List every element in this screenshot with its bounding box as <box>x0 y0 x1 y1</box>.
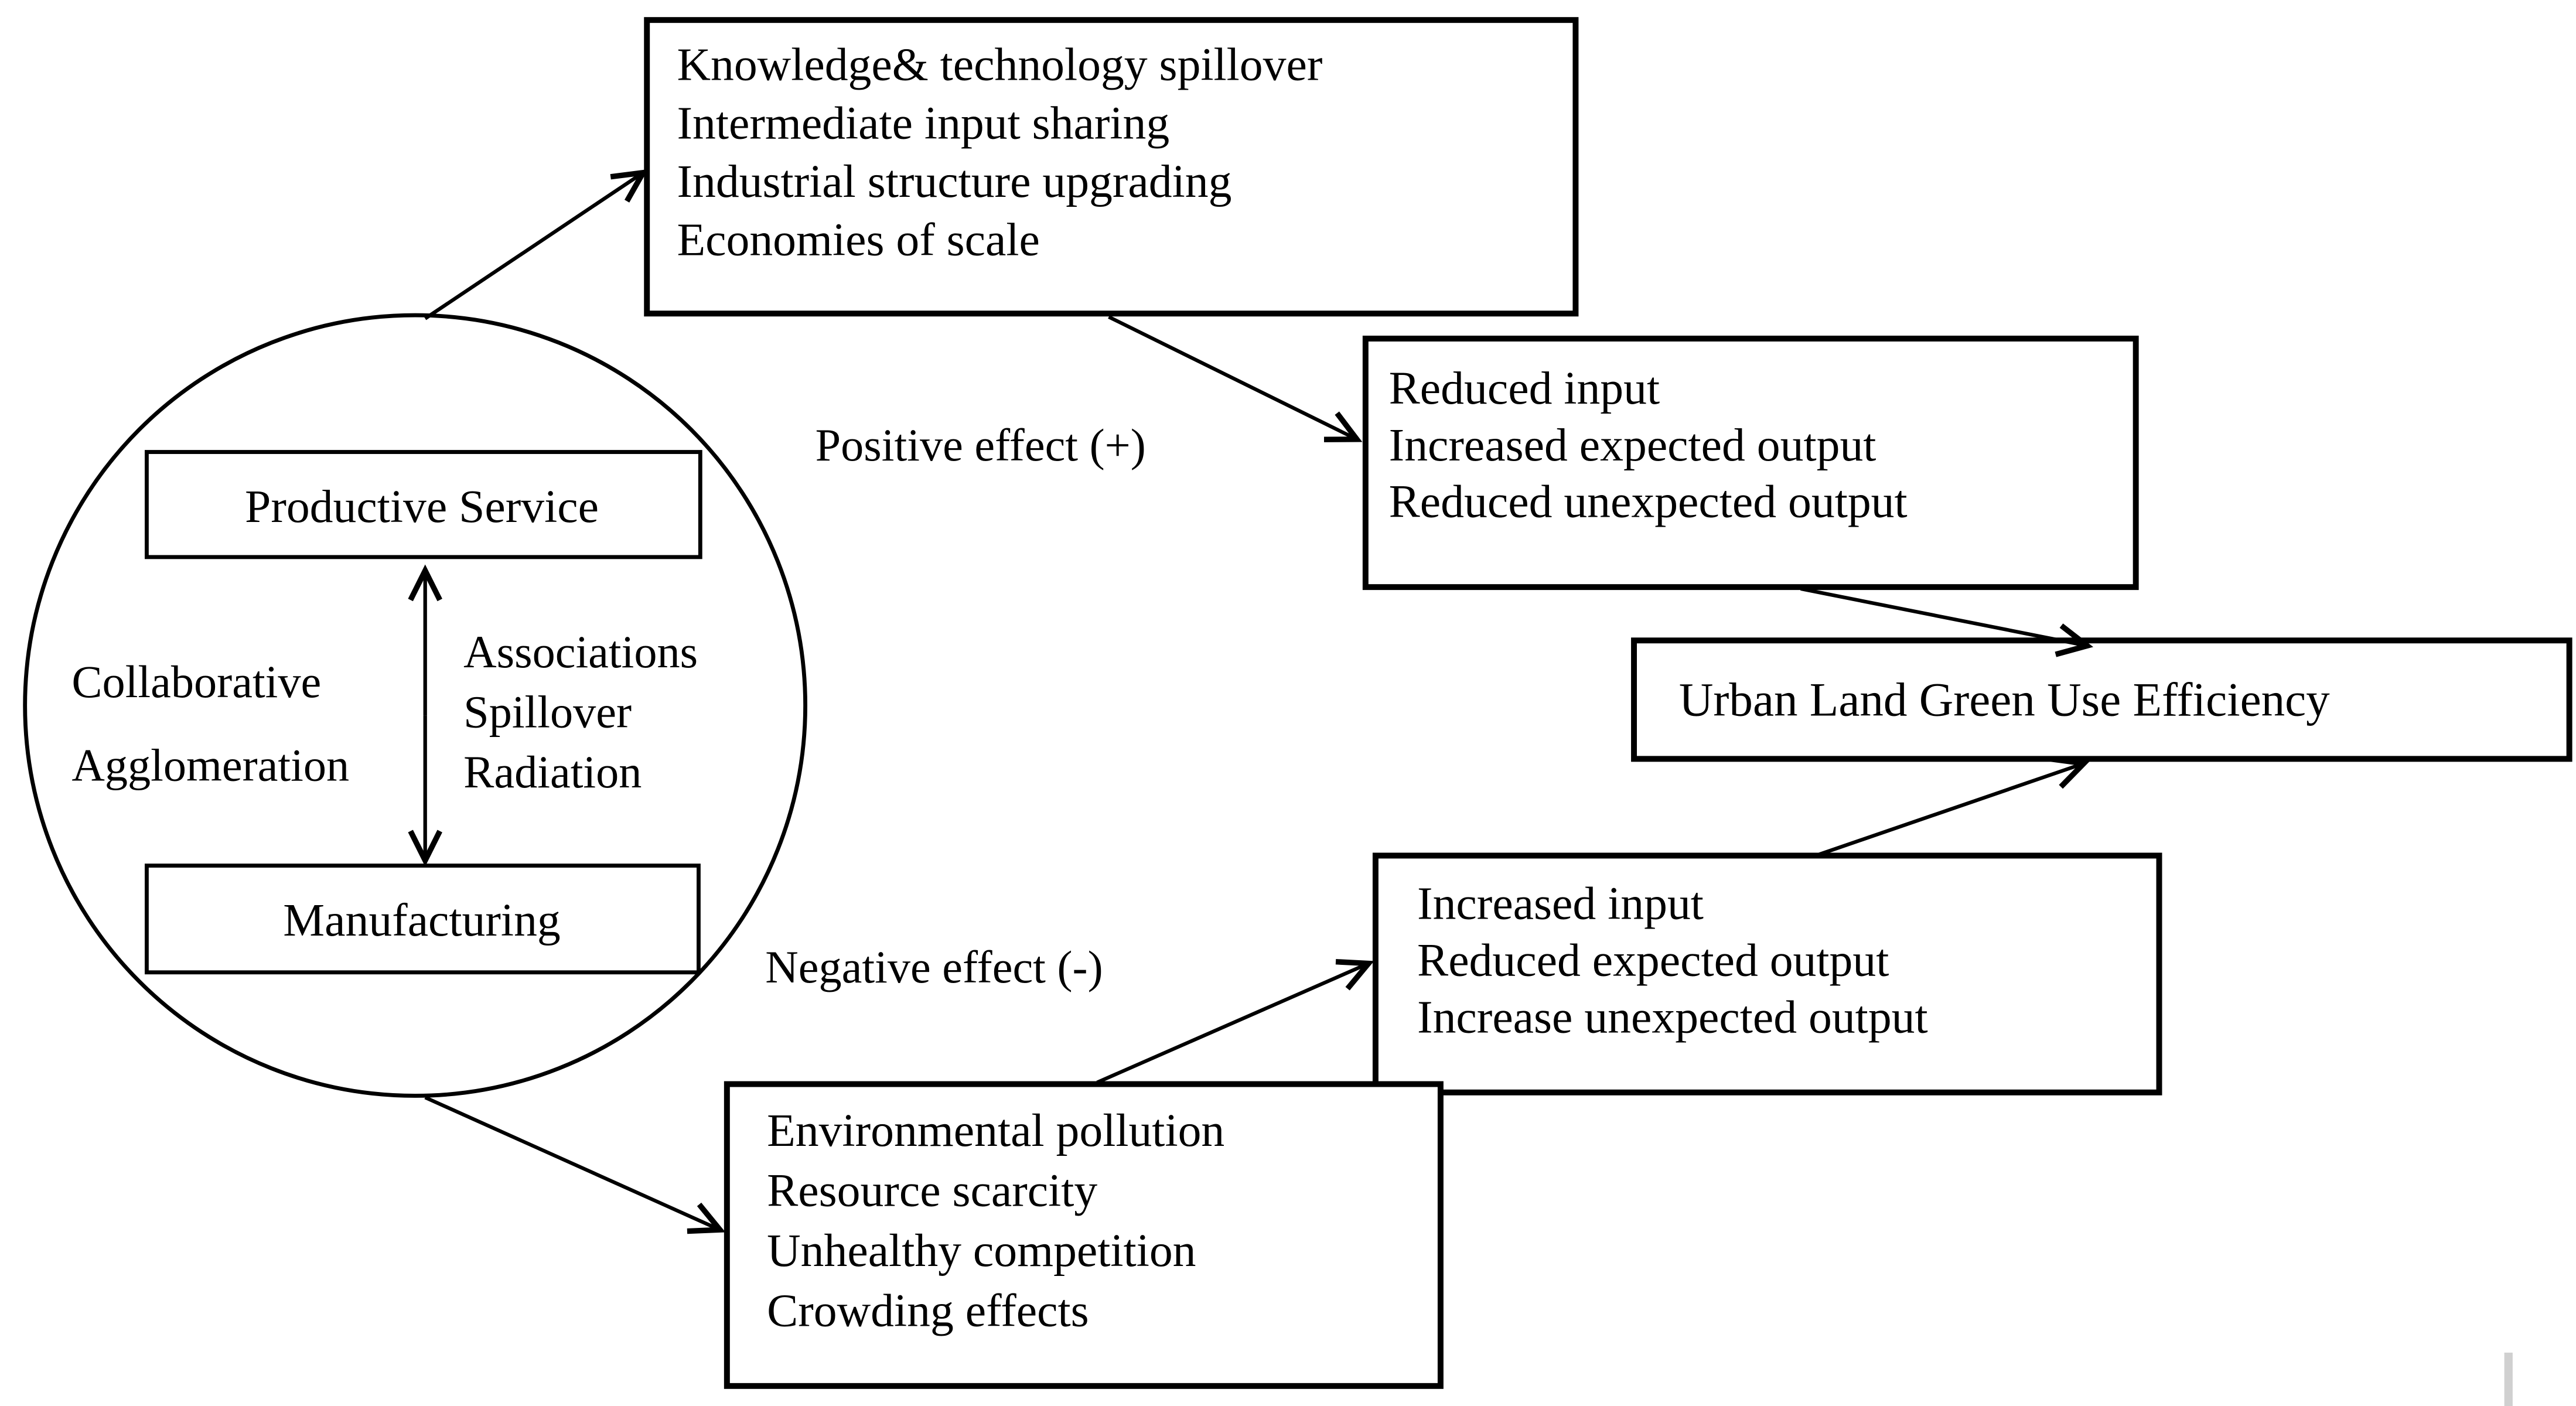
agglomeration-line: Agglomeration <box>71 739 349 790</box>
urban-land-label: Urban Land Green Use Efficiency <box>1679 673 2330 726</box>
positive-outcomes-box <box>1362 335 2139 591</box>
manufacturing-label: Manufacturing <box>283 895 560 946</box>
positive-mechanism-line: Industrial structure upgrading <box>677 156 1231 207</box>
negative-outcome-line: Increased input <box>1417 878 1704 930</box>
arrow-negative-outcomes-to-urban-land <box>1815 756 2090 858</box>
manufacturing-box <box>145 864 701 975</box>
agglomeration-circle <box>23 313 808 1098</box>
positive-outcome-line: Reduced input <box>1389 363 1660 414</box>
negative-outcomes-text: Increased input Reduced expected output … <box>1417 878 1928 1043</box>
collaborative-line: Collaborative <box>71 656 321 707</box>
positive-mechanisms-text: Knowledge& technology spillover Intermed… <box>677 39 1322 266</box>
arrow-circle-to-negative-mechanisms <box>424 1096 726 1234</box>
negative-mechanisms-box <box>724 1081 1444 1389</box>
scrollbar-artifact <box>2504 1352 2513 1406</box>
negative-mechanism-line: Crowding effects <box>767 1285 1089 1336</box>
positive-mechanism-line: Economies of scale <box>677 214 1039 266</box>
positive-mechanism-line: Knowledge& technology spillover <box>677 39 1322 91</box>
negative-mechanisms-text: Environmental pollution Resource scarcit… <box>767 1105 1224 1336</box>
arrow-positive-outcomes-to-urban-land <box>1800 586 2094 657</box>
negative-effect-label: Negative effect (-) <box>765 941 1103 992</box>
positive-mechanisms-box <box>644 17 1579 317</box>
negative-outcome-line: Increase unexpected output <box>1417 991 1928 1043</box>
arrow-circle-to-positive-mechanisms <box>424 169 649 320</box>
negative-mechanism-line: Resource scarcity <box>767 1165 1097 1216</box>
arrow-negative-mechanisms-to-negative-outcomes <box>1096 959 1374 1084</box>
negative-outcome-line: Reduced expected output <box>1417 934 1889 986</box>
spillover-line: Spillover <box>463 686 632 737</box>
associations-spillover-radiation-label: Associations Spillover Radiation <box>463 626 698 797</box>
radiation-line: Radiation <box>463 746 642 797</box>
negative-outcomes-box <box>1372 852 2162 1096</box>
associations-line: Associations <box>463 626 698 677</box>
positive-outcomes-text: Reduced input Increased expected output … <box>1389 363 1908 528</box>
urban-land-box <box>1631 637 2572 762</box>
positive-mechanism-line: Intermediate input sharing <box>677 97 1169 149</box>
positive-effect-label: Positive effect (+) <box>816 419 1146 470</box>
negative-mechanism-line: Unhealthy competition <box>767 1225 1196 1277</box>
productive-service-box <box>145 450 702 559</box>
collaborative-agglomeration-label: Collaborative Agglomeration <box>71 656 349 790</box>
arrow-positive-mechanisms-to-positive-outcomes <box>1108 315 1363 442</box>
negative-mechanism-line: Environmental pollution <box>767 1105 1224 1156</box>
productive-service-label: Productive Service <box>245 481 599 533</box>
positive-outcome-line: Reduced unexpected output <box>1389 476 1908 528</box>
positive-outcome-line: Increased expected output <box>1389 419 1876 471</box>
